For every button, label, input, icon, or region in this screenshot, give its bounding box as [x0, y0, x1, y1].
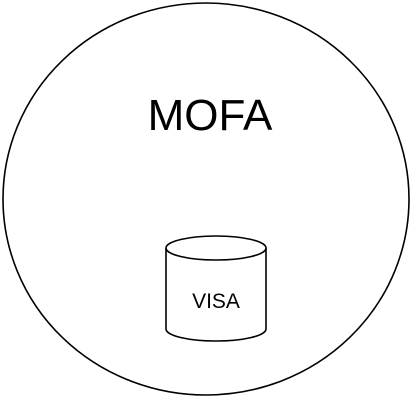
visa-database: VISA	[165, 235, 267, 342]
database-label: VISA	[192, 290, 240, 313]
boundary-label: MOFA	[148, 91, 273, 140]
database-cylinder-top	[165, 235, 267, 261]
boundary-circle	[2, 2, 410, 396]
database-cylinder-body	[165, 248, 267, 342]
mofa-boundary: MOFA	[2, 2, 410, 396]
